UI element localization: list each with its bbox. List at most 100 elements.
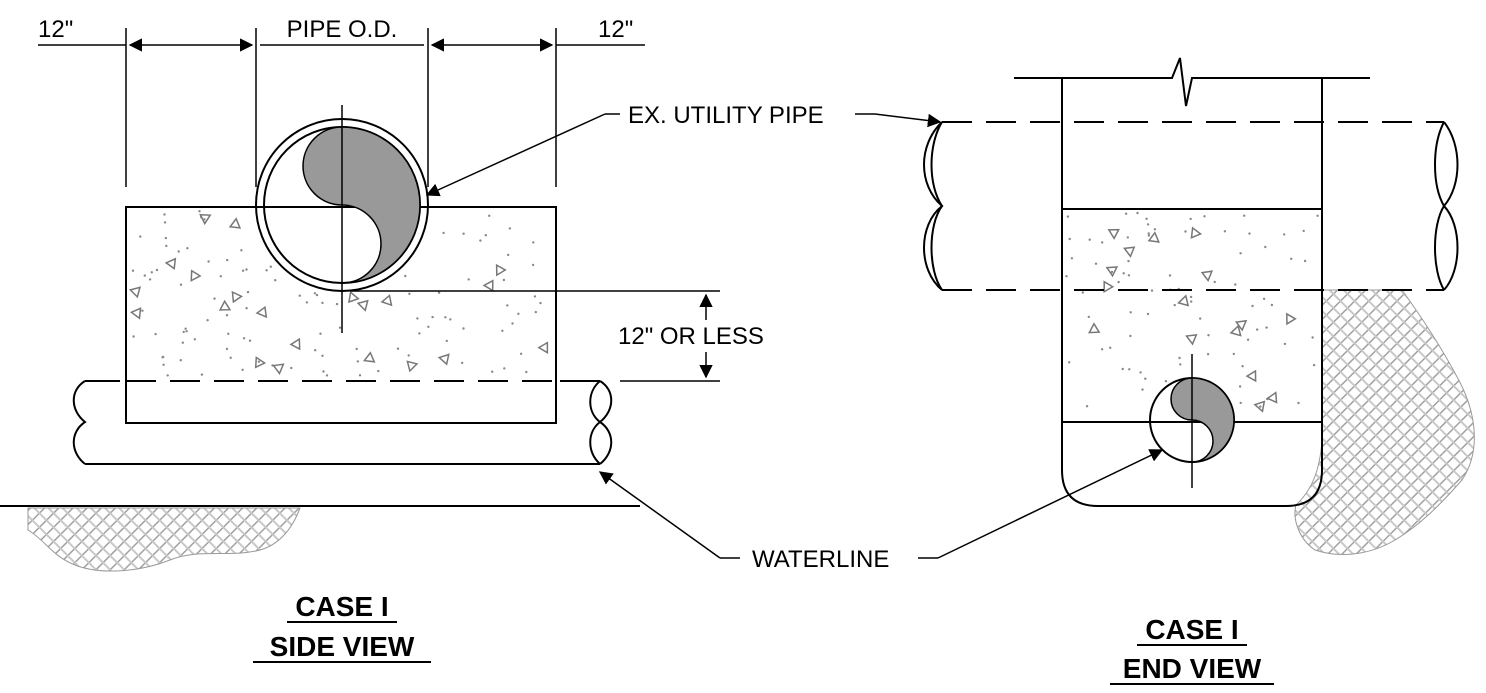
aggregate-stone <box>1190 226 1203 239</box>
aggregate-speck <box>525 370 528 374</box>
aggregate-speck <box>193 338 196 341</box>
aggregate-speck <box>265 269 268 272</box>
aggregate-speck <box>186 247 189 250</box>
aggregate-stone <box>1234 319 1248 332</box>
end-utility-pipe <box>923 121 1459 291</box>
aggregate-speck <box>531 263 535 267</box>
aggregate-stone <box>406 360 419 373</box>
aggregate-speck <box>1199 317 1202 320</box>
aggregate-stone <box>356 299 369 312</box>
aggregate-speck <box>1302 229 1305 233</box>
aggregate-speck <box>1168 274 1172 277</box>
aggregate-speck <box>507 253 510 257</box>
aggregate-speck <box>1189 295 1193 299</box>
aggregate-speck <box>1117 280 1120 284</box>
aggregate-speck <box>408 292 411 295</box>
aggregate-speck <box>534 310 537 314</box>
aggregate-speck <box>314 349 317 352</box>
aggregate-speck <box>1145 217 1148 220</box>
aggregate-stone <box>348 290 360 304</box>
aggregate-stone <box>254 356 267 369</box>
aggregate-speck <box>1087 315 1091 319</box>
aggregate-speck <box>1207 334 1210 337</box>
aggregate-speck <box>219 275 222 278</box>
aggregate-speck <box>404 274 407 278</box>
aggregate-stone <box>228 217 242 229</box>
aggregate-stone <box>437 353 450 366</box>
side-title-line2: SIDE VIEW <box>270 631 415 662</box>
aggregate-speck <box>248 339 252 342</box>
aggregate-speck <box>139 235 142 238</box>
aggregate-stone <box>1088 322 1101 334</box>
aggregate-speck <box>461 361 464 365</box>
aggregate-speck <box>1101 241 1104 244</box>
aggregate-speck <box>1146 223 1150 226</box>
aggregate-speck <box>179 359 182 362</box>
aggregate-speck <box>229 356 232 359</box>
aggregate-speck <box>1262 297 1266 300</box>
aggregate-stone <box>1177 294 1190 307</box>
aggregate-speck <box>1070 257 1074 260</box>
side-waterline-pipe <box>72 380 613 465</box>
aggregate-speck <box>225 314 229 317</box>
aggregate-speck <box>1178 356 1181 360</box>
aggregate-speck <box>305 301 309 304</box>
aggregate-stone <box>1105 266 1119 278</box>
aggregate-speck <box>358 374 362 377</box>
aggregate-speck <box>1239 401 1242 405</box>
aggregate-stone <box>1107 228 1120 240</box>
aggregate-stone <box>362 351 376 363</box>
aggregate-speck <box>377 369 380 373</box>
aggregate-speck <box>479 239 482 242</box>
end-concrete-aggregate <box>1065 211 1319 413</box>
aggregate-speck <box>532 241 535 244</box>
aggregate-speck <box>416 317 419 320</box>
aggregate-speck <box>1265 326 1268 329</box>
aggregate-speck <box>396 347 400 350</box>
aggregate-speck <box>242 337 246 340</box>
aggregate-stone <box>482 279 494 292</box>
aggregate-speck <box>1297 401 1300 405</box>
end-title-line2: END VIEW <box>1123 653 1262 684</box>
aggregate-speck <box>1153 228 1157 231</box>
aggregate-speck <box>161 356 164 359</box>
aggregate-speck <box>1139 371 1142 374</box>
aggregate-speck <box>1126 236 1130 239</box>
clearance-label: 12" OR LESS <box>618 323 764 350</box>
aggregate-stone <box>190 269 202 282</box>
aggregate-speck <box>141 309 144 312</box>
side-concrete-encasement <box>125 206 557 424</box>
aggregate-stone <box>1229 324 1242 337</box>
aggregate-speck <box>1065 275 1068 278</box>
aggregate-speck <box>200 373 204 376</box>
aggregate-speck <box>1290 257 1293 260</box>
aggregate-speck <box>322 370 325 373</box>
aggregate-speck <box>226 258 229 262</box>
aggregate-stone <box>1253 400 1266 413</box>
aggregate-speck <box>225 347 229 351</box>
aggregate-speck <box>1088 238 1091 241</box>
aggregate-speck <box>427 325 430 328</box>
aggregate-speck <box>241 368 244 371</box>
aggregate-speck <box>245 268 248 271</box>
aggregate-speck <box>418 332 421 335</box>
aggregate-speck <box>503 367 506 370</box>
aggregate-speck <box>207 260 210 263</box>
aggregate-speck <box>179 283 183 286</box>
aggregate-speck <box>1206 353 1210 356</box>
aggregate-speck <box>449 318 452 321</box>
aggregate-speck <box>1122 272 1125 275</box>
aggregate-speck <box>1213 280 1216 284</box>
dim-left-label: 12" <box>38 16 73 43</box>
aggregate-speck <box>1147 232 1150 235</box>
aggregate-speck <box>442 231 445 235</box>
callout-waterline: WATERLINE <box>598 449 1164 573</box>
aggregate-speck <box>154 332 157 336</box>
aggregate-speck <box>1248 232 1251 235</box>
aggregate-stone <box>1185 334 1198 346</box>
aggregate-speck <box>1164 380 1168 383</box>
aggregate-speck <box>1243 214 1246 217</box>
aggregate-speck <box>1264 245 1267 249</box>
aggregate-speck <box>298 294 301 297</box>
